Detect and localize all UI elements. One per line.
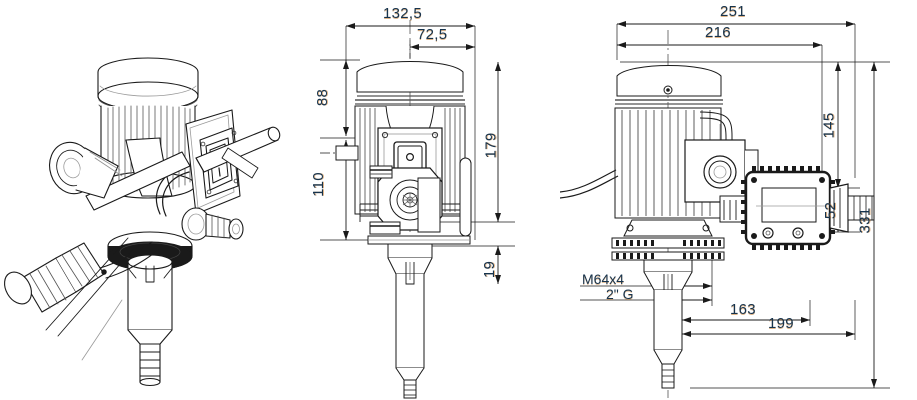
dim-side-total-height: 331	[856, 207, 874, 234]
side-view: 251 216 145 52 331 M64x4 2" G 163 199	[560, 0, 917, 400]
label-thread-metric: M64x4	[582, 271, 625, 287]
isometric-view	[0, 0, 300, 400]
dim-side-tube-length-inner: 163	[730, 301, 756, 318]
dim-front-body-height: 110	[309, 172, 327, 197]
dim-side-overall-length: 251	[720, 3, 746, 20]
dim-front-motor-height: 88	[314, 88, 332, 107]
label-thread-bsp: 2" G	[606, 286, 634, 302]
dim-side-meter-height: 52	[822, 201, 840, 220]
dim-front-total-height: 179	[482, 132, 500, 159]
dim-front-overall-width: 132,5	[383, 5, 423, 22]
dim-front-motor-width: 72,5	[417, 26, 448, 43]
dim-side-tube-length-outer: 199	[768, 315, 794, 332]
side-view-svg	[560, 21, 890, 398]
front-view-svg	[320, 20, 515, 399]
dim-side-upper-height: 145	[820, 112, 838, 139]
isometric-view-svg	[4, 57, 281, 387]
dim-front-base-offset: 19	[481, 260, 499, 279]
front-view: 132,5 72,5 88 110 179 19	[300, 0, 530, 400]
dim-side-meter-length: 216	[705, 24, 731, 41]
